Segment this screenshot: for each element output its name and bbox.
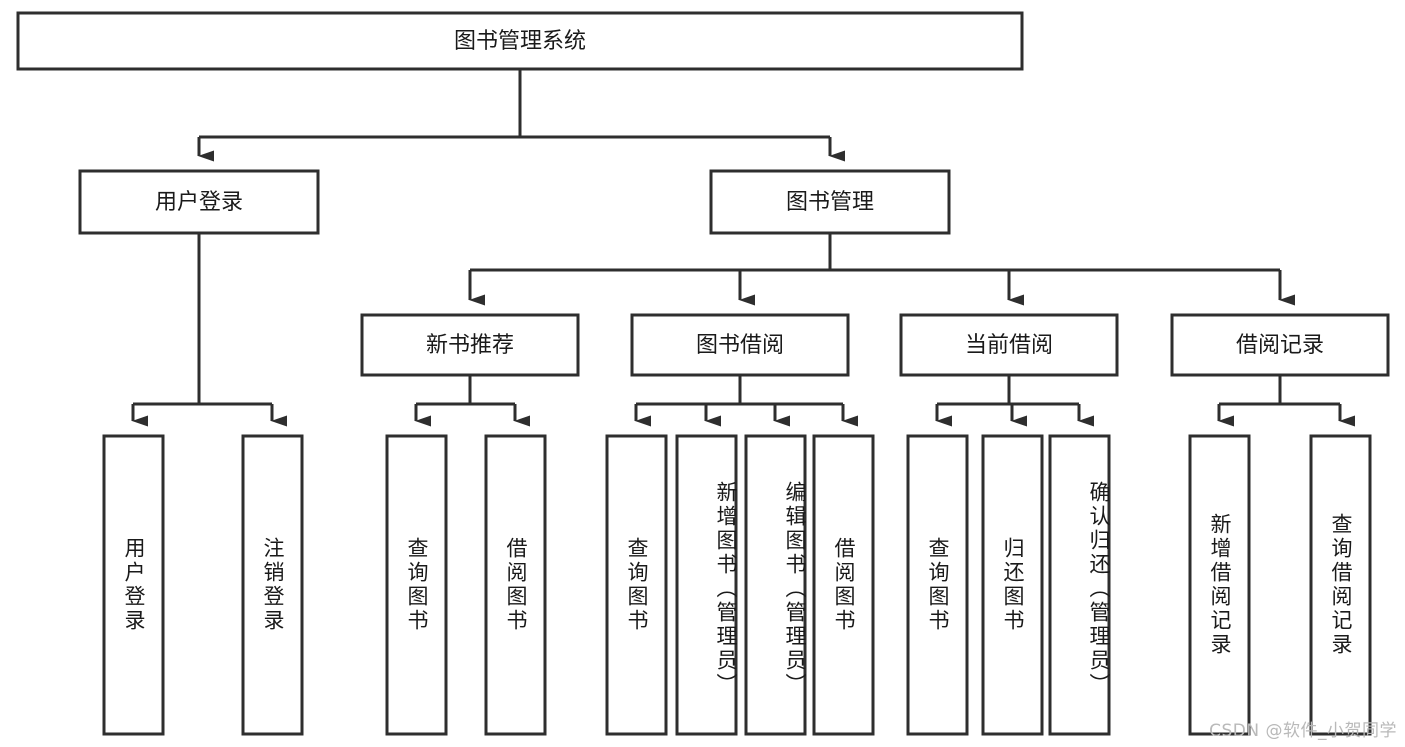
node-new-book-recommend-box[interactable] [360,313,580,377]
leaf-box-query-book-current[interactable] [906,434,969,736]
node-user-login[interactable]: 用户登录 [78,169,320,235]
node-book-borrow-label: 图书借阅 [696,333,784,358]
leaf-box-edit-book-admin[interactable] [744,434,807,736]
leaf-box-add-borrow-record[interactable] [1188,434,1251,736]
edges-bookmgmt-to-level3 [468,233,1295,306]
node-root-label: 图书管理系统 [454,29,586,54]
leaf-box-return-book[interactable] [981,434,1044,736]
leaf-box-add-book-admin[interactable] [675,434,738,736]
node-current-borrow-label: 当前借阅 [965,333,1053,358]
leaf-box-borrow-book[interactable] [812,434,875,736]
leaf-box-borrow-book-rec[interactable] [484,434,547,736]
leaf-box-query-book-rec[interactable] [385,434,448,736]
leaf-box-query-borrow-record[interactable] [1309,434,1372,736]
node-current-borrow[interactable]: 当前借阅 [899,313,1119,377]
node-borrow-record-label: 借阅记录 [1236,333,1324,358]
watermark-text: CSDN @软件_小贺同学 [1209,721,1397,741]
node-root[interactable]: 图书管理系统 [16,11,1024,71]
edges-bookborrow-to-leaves [634,375,858,427]
node-user-login-box[interactable] [78,169,320,235]
leaf-box-logout[interactable] [241,434,304,736]
node-current-borrow-box[interactable] [899,313,1119,377]
leaf-box-user-login[interactable] [102,434,165,736]
edges-currentborrow-to-leaves [935,375,1094,427]
edges-borrowrecord-to-leaves [1217,375,1355,427]
leaf-boxes [102,434,1372,736]
node-new-book-recommend-label: 新书推荐 [426,333,514,358]
edges-userlogin-to-leaves [131,233,287,427]
node-book-management-box[interactable] [709,169,951,235]
leaf-box-confirm-return-admin[interactable] [1048,434,1111,736]
node-book-management-label: 图书管理 [786,190,874,215]
node-book-borrow[interactable]: 图书借阅 [630,313,850,377]
node-book-borrow-box[interactable] [630,313,850,377]
node-new-book-recommend[interactable]: 新书推荐 [360,313,580,377]
edges-newbook-to-leaves [414,375,530,427]
leaf-box-query-book-borrow[interactable] [605,434,668,736]
edges-root-to-level2 [197,69,845,162]
node-book-management[interactable]: 图书管理 [709,169,951,235]
node-user-login-label: 用户登录 [155,190,243,215]
node-borrow-record-box[interactable] [1170,313,1390,377]
node-root-box[interactable] [16,11,1024,71]
node-borrow-record[interactable]: 借阅记录 [1170,313,1390,377]
